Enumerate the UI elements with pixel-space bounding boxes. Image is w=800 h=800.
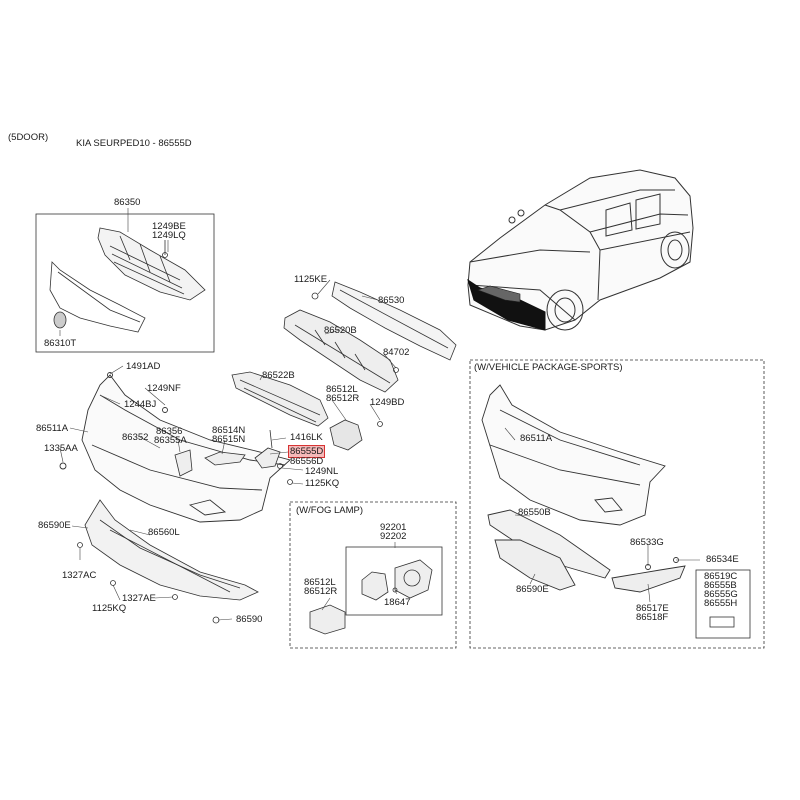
bumper-brackets [174, 429, 293, 485]
fog-lamp-box [289, 501, 457, 649]
part-label-86590E-sports[interactable]: 86590E [516, 584, 549, 595]
part-label-86350[interactable]: 86350 [114, 197, 141, 208]
part-label-86590[interactable]: 86590 [236, 614, 263, 625]
part-label-1335AA[interactable]: 1335AA [44, 443, 78, 454]
part-label-1249LQ[interactable]: 1249LQ [152, 230, 186, 241]
part-label-1125KE[interactable]: 1125KE [294, 274, 328, 285]
radiator-grille-parts [49, 227, 206, 333]
sports-parts-box [695, 569, 751, 639]
part-label-86515N[interactable]: 86515N [212, 434, 246, 445]
part-label-1249BD[interactable]: 1249BD [370, 397, 405, 408]
part-label-1491AD[interactable]: 1491AD [126, 361, 161, 372]
part-label-1327AC[interactable]: 1327AC [62, 570, 97, 581]
part-label-1416LK[interactable]: 1416LK [290, 432, 323, 443]
part-label-86555D[interactable]: 86555D [287, 445, 326, 458]
part-label-1249NL[interactable]: 1249NL [305, 466, 339, 477]
part-label-1125KQ[interactable]: 1125KQ [305, 478, 340, 489]
bumper-beam-parts [283, 281, 457, 393]
part-label-86519C[interactable]: 86519C [704, 571, 738, 582]
part-label-1249BE[interactable]: 1249BE [152, 221, 186, 232]
door-type-label: (5DOOR) [8, 132, 49, 143]
part-label-86518F[interactable]: 86518F [636, 612, 669, 623]
part-label-86555G[interactable]: 86555G [704, 589, 738, 600]
part-label-86533G[interactable]: 86533G [630, 537, 664, 548]
highlighted-part-86555D[interactable]: 86555D [287, 445, 326, 458]
car-grille [477, 285, 521, 303]
part-label-86522B[interactable]: 86522B [262, 370, 295, 381]
part-label-1249NF[interactable]: 1249NF [147, 383, 181, 394]
part-label-86556D[interactable]: 86556D [290, 456, 324, 467]
car-illustration [467, 169, 694, 331]
part-label-1125KQ-lower[interactable]: 1125KQ [92, 603, 127, 614]
part-label-86511A[interactable]: 86511A [36, 423, 69, 434]
part-label-86511A-sports[interactable]: 86511A [520, 433, 553, 444]
part-label-86555H[interactable]: 86555H [704, 598, 738, 609]
fog-lamp-section-title: (W/FOG LAMP) [296, 505, 364, 516]
part-label-86514N[interactable]: 86514N [212, 425, 246, 436]
lower-grille [231, 371, 383, 451]
sports-package-box [469, 359, 765, 649]
grille-group-box [35, 213, 215, 353]
part-label-86355A[interactable]: 86355A [154, 435, 187, 446]
sports-bumper-parts [481, 384, 686, 593]
part-label-92201[interactable]: 92201 [380, 522, 407, 533]
lower-skid-plate [77, 499, 259, 624]
part-label-86560L[interactable]: 86560L [148, 527, 180, 538]
part-label-86517E[interactable]: 86517E [636, 603, 669, 614]
part-label-86590E[interactable]: 86590E [38, 520, 71, 531]
fog-lamp-parts [309, 559, 433, 635]
leader-lines [59, 208, 700, 621]
part-label-1244BJ[interactable]: 1244BJ [124, 399, 157, 410]
model-part-label: KIA SEURPED10 - 86555D [76, 138, 192, 149]
part-label-86512R[interactable]: 86512R [326, 393, 360, 404]
part-label-1327AE[interactable]: 1327AE [122, 593, 156, 604]
part-label-86512R-fog[interactable]: 86512R [304, 586, 338, 597]
part-label-84702[interactable]: 84702 [383, 347, 410, 358]
part-label-86512L-fog[interactable]: 86512L [304, 577, 336, 588]
part-label-86310T[interactable]: 86310T [44, 338, 77, 349]
front-bumper-main [59, 372, 291, 523]
part-label-86352[interactable]: 86352 [122, 432, 149, 443]
part-label-18647[interactable]: 18647 [384, 597, 411, 608]
part-label-86550B[interactable]: 86550B [518, 507, 551, 518]
part-label-92202[interactable]: 92202 [380, 531, 407, 542]
part-label-86555B[interactable]: 86555B [704, 580, 737, 591]
sports-parts-swatch [709, 616, 735, 628]
part-label-86534E[interactable]: 86534E [706, 554, 739, 565]
fog-lamp-inner-box [345, 546, 443, 616]
part-label-86530[interactable]: 86530 [378, 295, 405, 306]
sports-section-title: (W/VEHICLE PACKAGE-SPORTS) [474, 362, 623, 373]
part-label-86512L[interactable]: 86512L [326, 384, 358, 395]
part-label-86356[interactable]: 86356 [156, 426, 183, 437]
part-label-86520B[interactable]: 86520B [324, 325, 357, 336]
